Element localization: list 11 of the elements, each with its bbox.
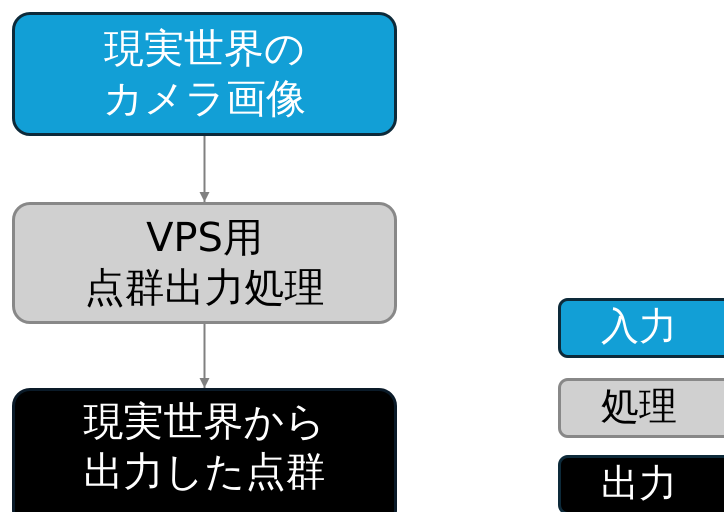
box-label: 現実世界のカメラ画像 (103, 25, 306, 124)
box-label: 現実世界から出力した点群 (84, 398, 326, 497)
input-box (12, 12, 397, 136)
arrow (200, 324, 210, 388)
legend-item: 処理 (558, 378, 724, 438)
legend-item: 入力 (558, 298, 724, 358)
arrow (200, 136, 210, 202)
process-box (12, 202, 397, 324)
legend-item: 出力 (558, 455, 724, 512)
output-box (12, 388, 397, 512)
box-label: VPS用点群出力処理 (84, 214, 324, 313)
